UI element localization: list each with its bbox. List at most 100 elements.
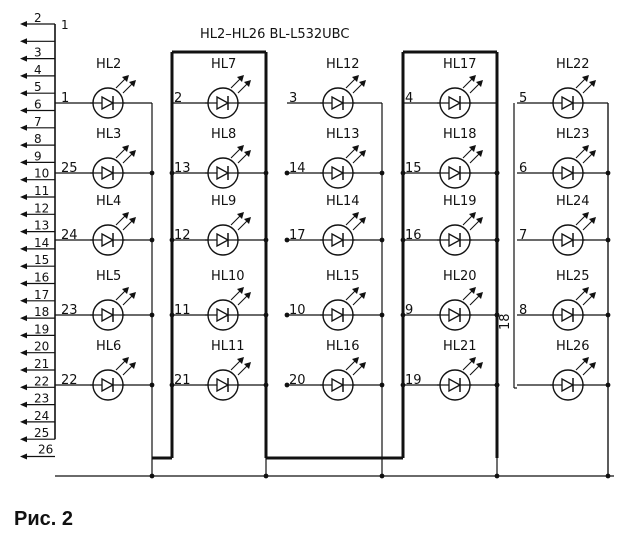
emission-arrowhead [129, 150, 136, 157]
led-ref: HL13 [326, 127, 360, 142]
led-pin-label: 15 [405, 161, 422, 176]
emission-arrowhead [582, 357, 589, 364]
pin-arrow [20, 367, 27, 373]
connector-pin: 14 [20, 236, 55, 252]
pin-label: 3 [34, 46, 42, 60]
junction-dot [494, 170, 500, 176]
emission-arrowhead [244, 80, 251, 87]
led-ref: HL6 [96, 339, 121, 354]
pin-arrow [20, 211, 27, 218]
connector-pin: 2 [20, 11, 55, 27]
led-hl21: HL21 19 [405, 339, 483, 401]
emission-arrowhead [352, 287, 359, 294]
junction-dot [400, 237, 406, 243]
led-pin-label: 23 [61, 303, 78, 318]
emission-arrowhead [122, 357, 129, 364]
emission-arrowhead [582, 75, 589, 82]
emission-arrowhead [122, 75, 129, 82]
emission-arrowhead [237, 212, 244, 219]
junction-dot [284, 170, 290, 176]
emission-arrowhead [359, 80, 366, 87]
junction-dot [169, 312, 175, 318]
led-pin-label: 6 [519, 161, 527, 176]
emission-arrowhead [589, 217, 596, 224]
pin-label: 14 [34, 236, 49, 250]
pin-arrow [20, 90, 27, 97]
emission-arrowhead [244, 217, 251, 224]
connector-pin: 9 [20, 149, 55, 166]
pin-arrow [20, 21, 27, 27]
emission-arrowhead [129, 217, 136, 224]
connector-pin: 17 [20, 288, 55, 304]
connector-pin: 24 [20, 409, 55, 425]
figure-caption: Рис. 2 [14, 508, 73, 530]
junction-dot [494, 382, 500, 388]
connector-pin: 12 [20, 201, 55, 218]
connector-pin: 11 [20, 184, 55, 200]
emission-arrowhead [359, 292, 366, 299]
emission-arrowhead [359, 217, 366, 224]
connector-pin: 5 [20, 80, 55, 97]
connector-pin: 22 [20, 374, 55, 391]
led-pin-label: 3 [289, 91, 297, 106]
pin-arrow [20, 263, 27, 270]
led-ref: HL9 [211, 194, 236, 209]
pin-arrow [20, 245, 27, 252]
pin-arrow [20, 159, 27, 166]
pin-label: 26 [38, 443, 53, 457]
pin-arrow [20, 107, 27, 114]
emission-arrowhead [244, 362, 251, 369]
emission-arrowhead [237, 145, 244, 152]
junction-dot [494, 237, 500, 243]
led-ref: HL22 [556, 57, 590, 72]
connector-pin: 26 [20, 443, 55, 460]
pin-label: 24 [34, 409, 49, 423]
led-pin-label: 17 [289, 228, 306, 243]
pin-label: 8 [34, 132, 42, 146]
led-ref: HL25 [556, 269, 590, 284]
pin-label: 11 [34, 184, 49, 198]
led-pin-label: 4 [405, 91, 413, 106]
emission-arrowhead [352, 145, 359, 152]
pin-arrow [20, 280, 27, 287]
emission-arrowhead [589, 150, 596, 157]
led-ref: HL21 [443, 339, 477, 354]
emission-arrowhead [129, 80, 136, 87]
led-pin-label: 7 [519, 228, 527, 243]
emission-arrowhead [476, 150, 483, 157]
emission-arrowhead [352, 212, 359, 219]
diagram-header: HL2–HL26 BL-L532UBC [200, 27, 349, 42]
pin-arrow [20, 436, 27, 443]
pin-arrow [20, 332, 27, 339]
led-pin-label: 9 [405, 303, 413, 318]
led-ref: HL17 [443, 57, 477, 72]
pin-arrow [20, 194, 27, 200]
led-hl17: HL17 4 [405, 57, 483, 119]
pin-arrow [20, 349, 27, 356]
led-pin-label: 19 [405, 373, 422, 388]
pin-label: 22 [34, 374, 49, 388]
emission-arrowhead [244, 292, 251, 299]
junction-dot [284, 312, 290, 318]
emission-arrowhead [469, 357, 476, 364]
led-ref: HL10 [211, 269, 245, 284]
emission-arrowhead [469, 212, 476, 219]
emission-arrowhead [476, 362, 483, 369]
led-ref: HL11 [211, 339, 245, 354]
pin-arrow [20, 453, 27, 460]
connector-pin: 16 [20, 271, 55, 287]
